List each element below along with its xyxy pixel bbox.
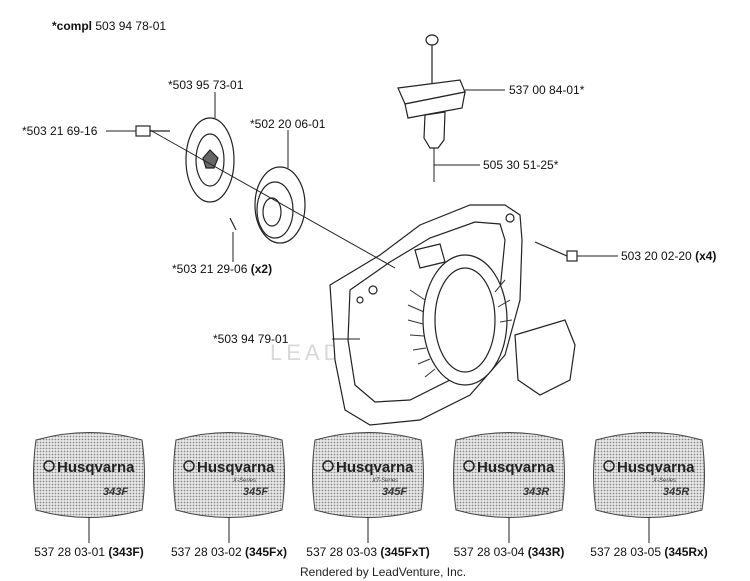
assembly-label: *compl 503 94 78-01 [52,19,166,33]
decal-part-label: 537 28 03-01 (343F) [34,545,143,559]
spring-cassette [254,166,306,244]
decal-model: 343R [523,486,549,498]
starter-housing [329,204,523,426]
pulley [185,117,235,203]
husqvarna-logo-icon [43,460,55,472]
label-starter-housing: *503 94 79-01 [213,332,289,346]
label-handle: 537 00 84-01* [509,83,585,97]
decal-part-number: 537 28 03-05 [590,545,664,559]
decal-series: X-Series [232,478,256,484]
decal-part-number: 537 28 03-01 [34,545,108,559]
label-pulley: *503 95 73-01 [168,78,244,92]
decal-model-code: (345Rx) [664,545,707,559]
decal-part-label: 537 28 03-05 (345Rx) [590,545,707,559]
decal-series: X-Series [652,478,676,484]
rope-insert [514,319,576,396]
housing-screw-qty: (x4) [695,249,716,263]
label-housing-screw: 503 20 02-20 (x4) [621,249,716,263]
decal-model: 345F [243,486,268,498]
starter-handle [397,34,466,149]
decal-part-number: 537 28 03-04 [454,545,528,559]
small-screw-qty: (x2) [251,262,272,276]
decal-brand: Husqvarna [477,459,555,476]
label-rope: 505 30 51-25* [483,158,559,172]
housing-screw [534,241,578,262]
husqvarna-logo-icon [322,460,334,472]
pulley-screw [135,125,170,137]
decal-shape [453,432,565,518]
small-screw-number: *503 21 29-06 [172,262,248,276]
footer-credit: Rendered by LeadVenture, Inc. [300,565,466,579]
assembly-prefix: *compl [52,19,92,33]
decal-model: 345F [382,486,407,498]
decal-brand: Husqvarna [617,459,695,476]
husqvarna-logo-icon [603,460,615,472]
decal-shape [312,432,424,518]
decal-4: Husqvarna 343R 537 28 03-04 (343R) [453,432,565,559]
housing-screw-number: 503 20 02-20 [621,249,692,263]
assembly-number: 503 94 78-01 [95,19,166,33]
decal-model: 343F [103,486,128,498]
decal-part-number: 537 28 03-03 [306,545,380,559]
decal-model-code: (345FxT) [380,545,429,559]
decal-part-number: 537 28 03-02 [171,545,245,559]
decal-model: 345R [663,486,689,498]
decal-shape [593,432,705,518]
decal-shape [33,432,145,518]
decal-part-label: 537 28 03-04 (343R) [454,545,565,559]
decal-part-label: 537 28 03-02 (345Fx) [171,545,287,559]
label-spring-cassette: *502 20 06-01 [250,117,326,131]
decal-series: XT-Series [371,478,398,484]
husqvarna-logo-icon [183,460,195,472]
decal-brand: Husqvarna [57,459,135,476]
husqvarna-logo-icon [463,460,475,472]
label-pulley-screw: *503 21 69-16 [22,124,98,138]
decal-model-code: (343F) [108,545,143,559]
decal-1: Husqvarna 343F 537 28 03-01 (343F) [33,432,145,559]
small-screw [229,217,237,231]
decal-brand: Husqvarna [197,459,275,476]
decal-part-label: 537 28 03-03 (345FxT) [306,545,429,559]
label-small-screw: *503 21 29-06 (x2) [172,262,272,276]
decal-model-code: (343R) [528,545,565,559]
decal-model-code: (345Fx) [245,545,287,559]
decal-shape [173,432,285,518]
decal-brand: Husqvarna [336,459,414,476]
